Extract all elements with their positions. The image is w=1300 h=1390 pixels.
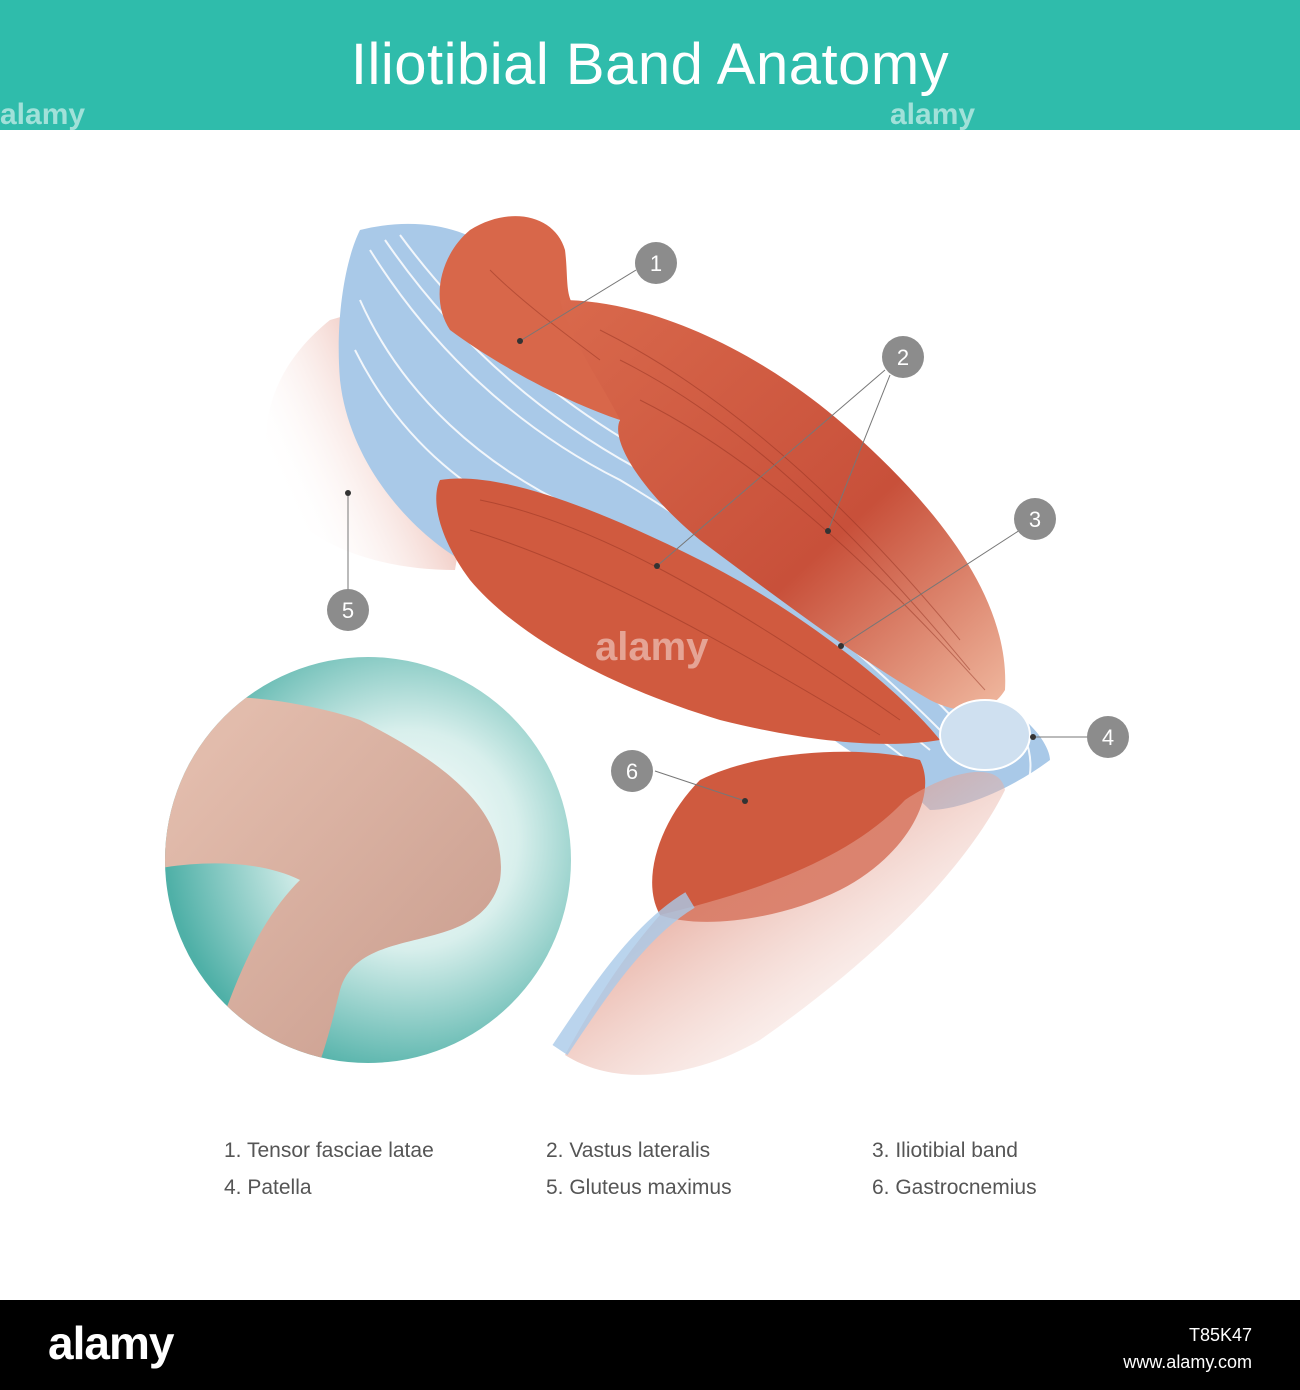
inset-leg-skin xyxy=(165,696,501,1063)
vastus-lower-shape xyxy=(436,478,940,744)
anatomy-illustration: 1 2 3 4 5 6 alamy xyxy=(165,216,1129,1075)
legend-item: 6. Gastrocnemius xyxy=(872,1176,1037,1199)
marker-number: 5 xyxy=(342,598,354,623)
patella-shape xyxy=(939,699,1031,771)
watermark: alamy xyxy=(595,625,709,669)
footer-bar: alamy T85K47 www.alamy.com xyxy=(0,1300,1300,1390)
legend-item: 3. Iliotibial band xyxy=(872,1139,1018,1162)
vastus-lateralis-shape xyxy=(560,300,1006,711)
legend-item: 5. Gluteus maximus xyxy=(546,1176,732,1199)
lower-band-shape xyxy=(552,892,695,1055)
marker-3: 3 xyxy=(1014,498,1056,540)
watermark: alamy xyxy=(0,98,86,131)
marker-number: 2 xyxy=(897,345,909,370)
legend-item: 4. Patella xyxy=(224,1176,312,1199)
image-id: T85K47 xyxy=(1188,1325,1252,1345)
marker-number: 1 xyxy=(650,251,662,276)
marker-5: 5 xyxy=(327,589,369,631)
tensor-fasciae-latae-shape xyxy=(439,216,638,420)
muscle-striations xyxy=(469,269,986,736)
watermark: alamy xyxy=(890,98,976,131)
marker-4: 4 xyxy=(1087,716,1129,758)
marker-number: 3 xyxy=(1029,507,1041,532)
marker-dots xyxy=(345,338,1036,804)
marker-1: 1 xyxy=(635,242,677,284)
lower-leg-shape xyxy=(565,771,1005,1075)
knee-inset xyxy=(165,657,571,1063)
footer-url: www.alamy.com xyxy=(1123,1352,1252,1372)
legend-item: 1. Tensor fasciae latae xyxy=(224,1139,434,1162)
marker-number: 6 xyxy=(626,759,638,784)
footer-logo: alamy xyxy=(48,1317,174,1369)
marker-6: 6 xyxy=(611,750,653,792)
leader-lines xyxy=(347,269,1088,802)
marker-number: 4 xyxy=(1102,725,1114,750)
page-title: Iliotibial Band Anatomy xyxy=(350,32,950,97)
header-banner: Iliotibial Band Anatomy alamy alamy xyxy=(0,0,1300,131)
legend: 1. Tensor fasciae latae 2. Vastus latera… xyxy=(0,1130,1300,1220)
marker-2: 2 xyxy=(882,336,924,378)
legend-item: 2. Vastus lateralis xyxy=(546,1139,711,1162)
